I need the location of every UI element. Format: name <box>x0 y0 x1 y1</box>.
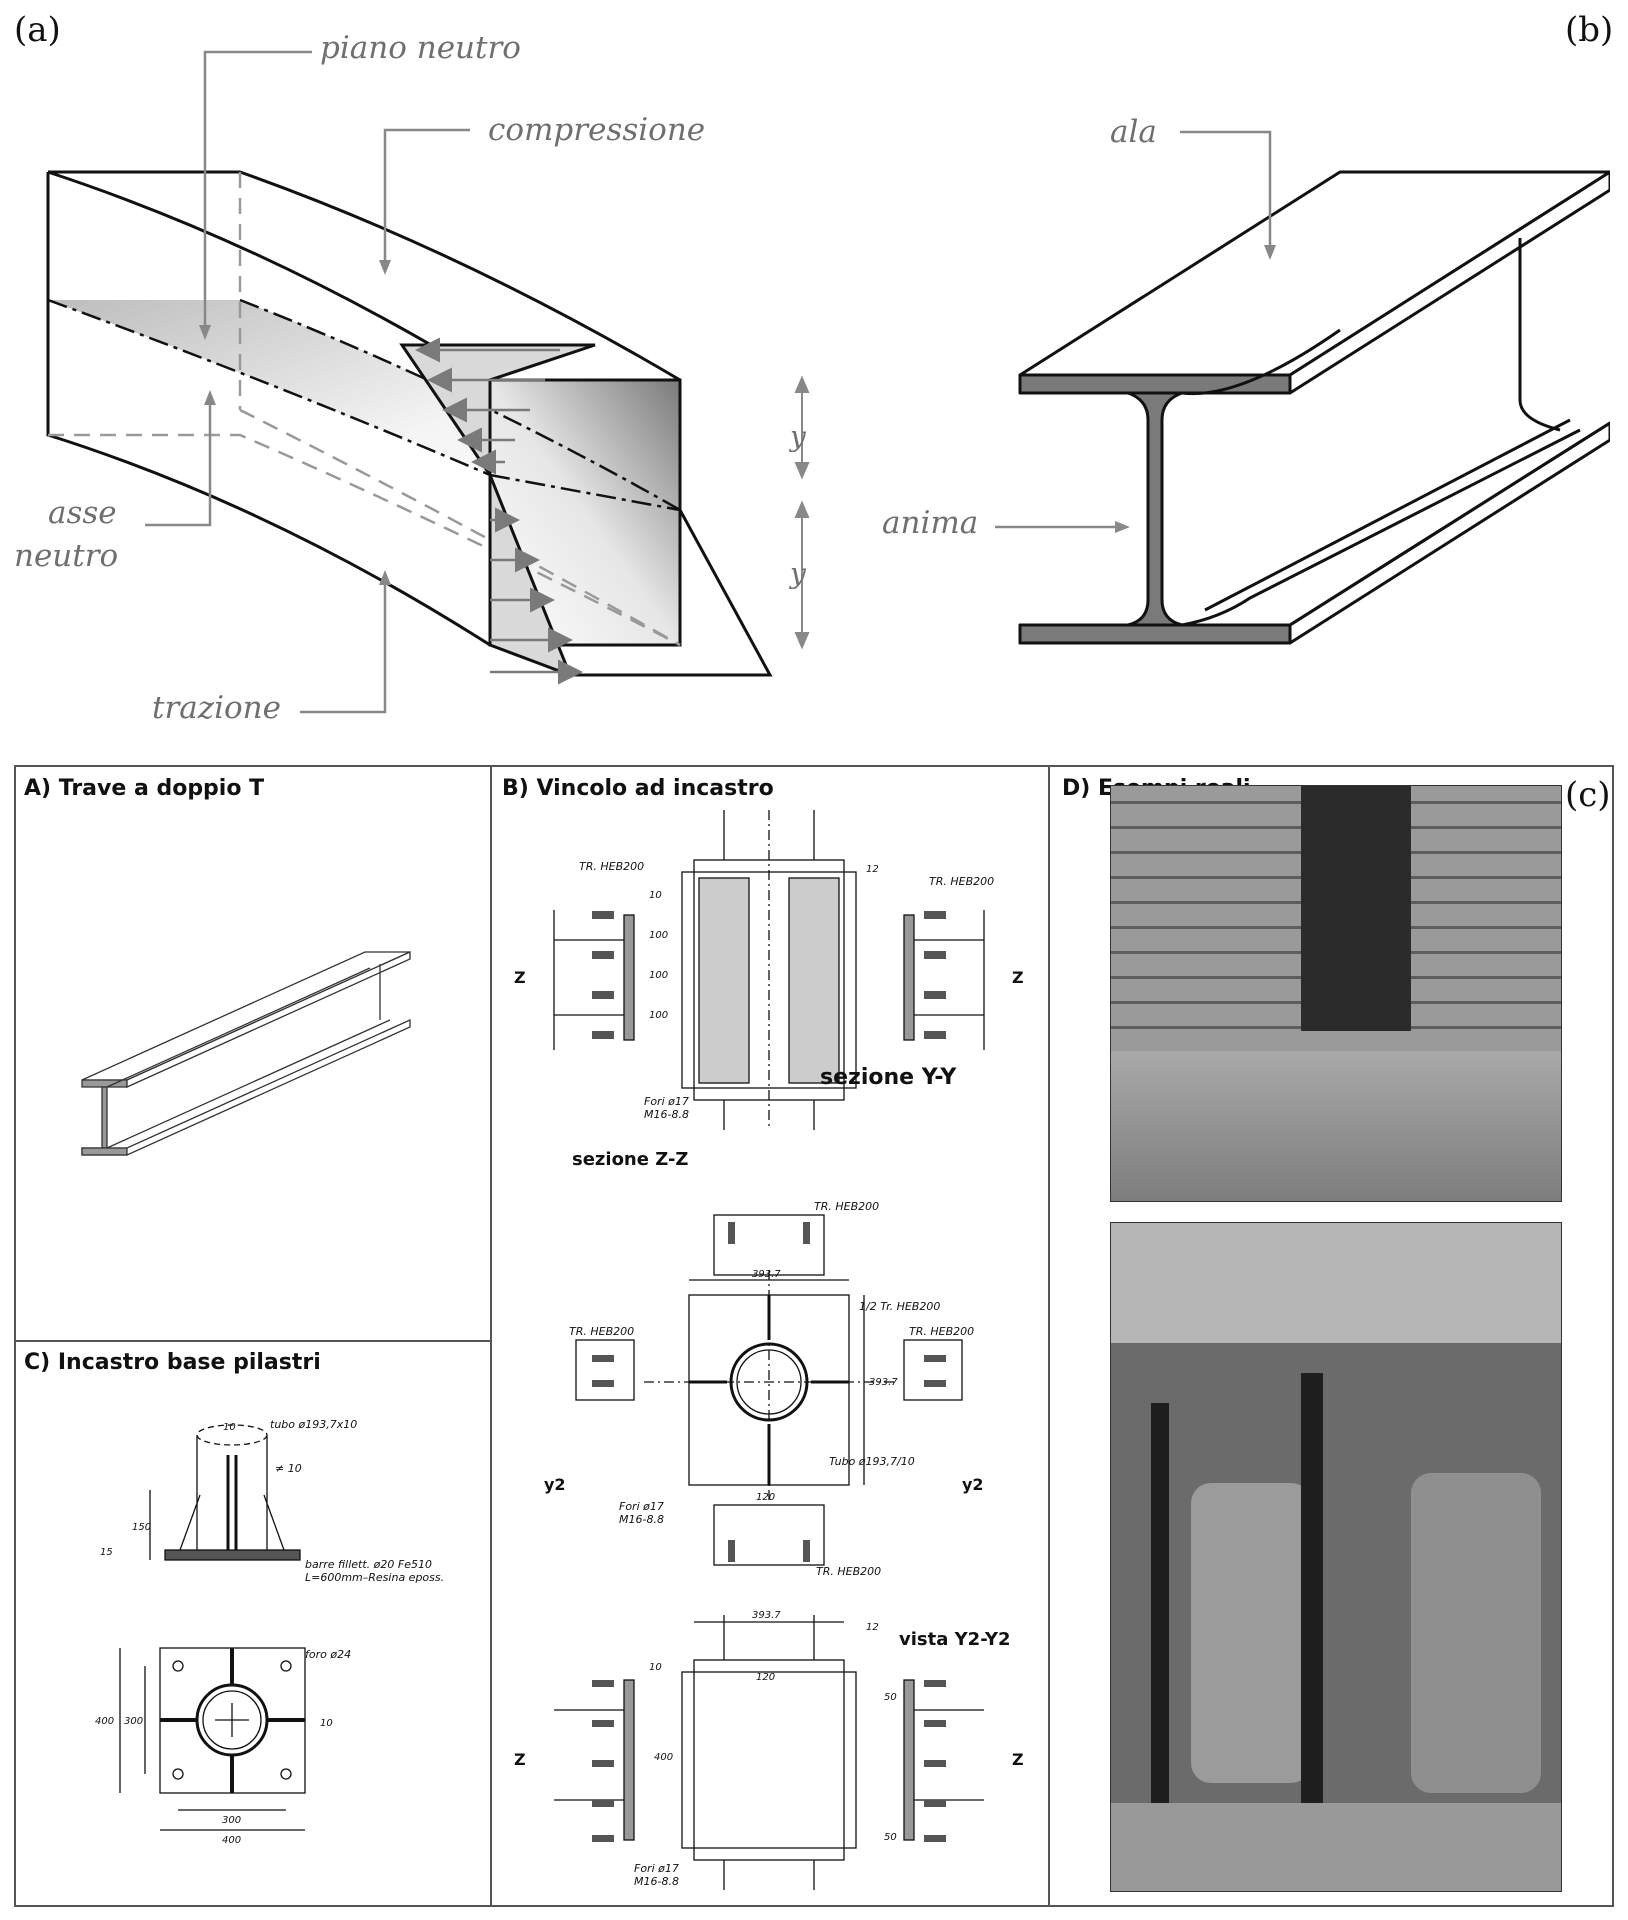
z-left-2: Z <box>514 1750 526 1769</box>
label-anima: anima <box>882 505 979 541</box>
label-trazione: trazione <box>152 690 281 726</box>
z-right-2: Z <box>1012 1750 1024 1769</box>
dim-400-a: 400 <box>95 1716 114 1727</box>
dim-50-a: 50 <box>884 1692 897 1703</box>
dim-150: 150 <box>132 1522 151 1533</box>
panel-tag-c: (c) <box>1565 775 1611 815</box>
fori-5: Fori ø17 <box>634 1862 679 1875</box>
dim-300-b: 300 <box>222 1815 241 1826</box>
label-piano-neutro: piano neutro <box>320 30 521 66</box>
panel-c-frame <box>14 765 1614 1907</box>
dim-300-a: 300 <box>124 1716 143 1727</box>
dim-100-a: 100 <box>649 930 668 941</box>
divider-3 <box>14 1340 492 1342</box>
heading-trave: A) Trave a doppio T <box>24 776 265 801</box>
dim-12-b: 12 <box>866 1622 879 1633</box>
divider-1 <box>490 765 492 1907</box>
dim-400-c: 400 <box>222 1835 241 1846</box>
dim-393-b: 393.7 <box>869 1377 898 1388</box>
fori-4: M16-8.8 <box>619 1513 664 1526</box>
label-neutro: neutro <box>14 538 119 574</box>
tr-heb200-5: TR. HEB200 <box>569 1325 634 1338</box>
half-tr-heb200: 1/2 Tr. HEB200 <box>859 1300 940 1313</box>
label-y-bottom: y <box>790 557 806 590</box>
dim-120-b: 120 <box>756 1672 775 1683</box>
tr-heb200-4: TR. HEB200 <box>816 1565 881 1578</box>
fori-3: Fori ø17 <box>619 1500 664 1513</box>
beam-bending-diagram <box>46 50 810 714</box>
base-plate-drawings: 10 tubo ø193,7x10 ≠ 10 150 15 barre fill… <box>95 1418 444 1846</box>
dim-393-c: 393.7 <box>752 1610 781 1621</box>
anima-leader <box>995 521 1130 533</box>
panel-tag-b: (b) <box>1565 10 1614 50</box>
label-sezione-yy: sezione Y-Y <box>820 1065 957 1090</box>
label-compressione: compressione <box>488 112 706 148</box>
dim-10-a: 10 <box>649 890 662 901</box>
barre-1: barre fillett. ø20 Fe510 <box>305 1558 432 1571</box>
small-i-beam <box>81 950 411 1156</box>
dim-10-c: 10 <box>223 1422 236 1433</box>
y2-left: y2 <box>544 1475 566 1494</box>
fori-1: Fori ø17 <box>644 1095 689 1108</box>
tubo-c: tubo ø193,7x10 <box>270 1418 357 1431</box>
z-left-1: Z <box>514 968 526 987</box>
fori-6: M16-8.8 <box>634 1875 679 1888</box>
vincolo-drawings: 100 100 100 10 12 TR. HEB200 TR. HEB200 … <box>514 810 1024 1890</box>
dim-100-c: 100 <box>649 1010 668 1021</box>
tr-heb200-1: TR. HEB200 <box>579 860 644 873</box>
dim-100-b: 100 <box>649 970 668 981</box>
i-beam-3d <box>1018 170 1610 645</box>
label-asse: asse <box>48 495 117 531</box>
dim-15: 15 <box>100 1547 113 1558</box>
foro: foro ø24 <box>305 1648 351 1661</box>
dim-10-b: 10 <box>649 1662 662 1673</box>
tr-heb200-2: TR. HEB200 <box>929 875 994 888</box>
dim-12-a: 12 <box>866 864 879 875</box>
ala-leader <box>1180 130 1276 260</box>
label-y-top: y <box>790 420 806 453</box>
dim-120-a: 120 <box>756 1492 775 1503</box>
dim-400-b: 400 <box>654 1752 673 1763</box>
label-sezione-zz: sezione Z-Z <box>572 1149 688 1170</box>
dim-10-d: 10 <box>320 1718 333 1729</box>
fori-2: M16-8.8 <box>644 1108 689 1121</box>
tr-heb200-6: TR. HEB200 <box>909 1325 974 1338</box>
label-ala: ala <box>1110 114 1157 150</box>
label-vista-y2: vista Y2-Y2 <box>899 1629 1011 1650</box>
heading-incastro: C) Incastro base pilastri <box>24 1350 321 1375</box>
divider-2 <box>1048 765 1050 1907</box>
z-right-1: Z <box>1012 968 1024 987</box>
y2-right: y2 <box>962 1475 984 1494</box>
photo-column-base <box>1110 785 1562 1202</box>
dim-393-a: 393.7 <box>752 1269 781 1280</box>
barre-2: L=600mm–Resina eposs. <box>305 1571 444 1584</box>
heading-vincolo: B) Vincolo ad incastro <box>502 776 774 801</box>
dim-50-b: 50 <box>884 1832 897 1843</box>
spessore: ≠ 10 <box>275 1462 302 1475</box>
tr-heb200-3: TR. HEB200 <box>814 1200 879 1213</box>
tubo-b: Tubo ø193,7/10 <box>829 1455 915 1468</box>
photo-arched-structure <box>1110 1222 1562 1892</box>
panel-tag-a: (a) <box>14 10 61 50</box>
